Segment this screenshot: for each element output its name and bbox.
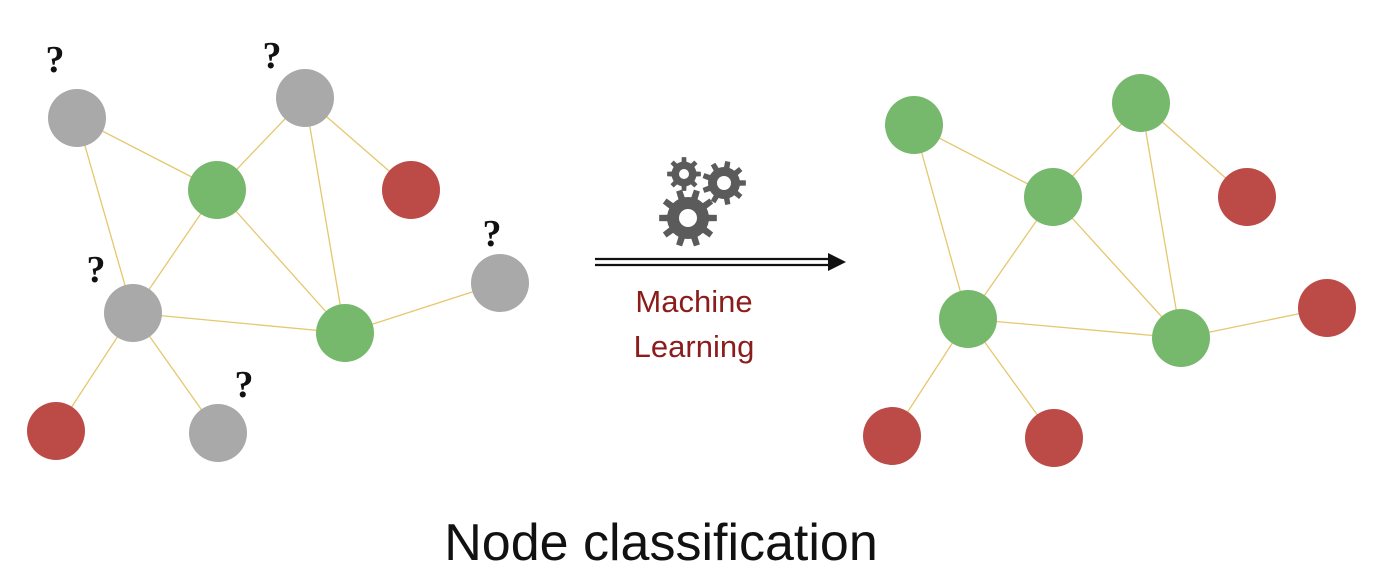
graph-edge (132, 312, 346, 334)
graph-edge (913, 124, 969, 320)
graph-node-red (1298, 279, 1356, 337)
graph-node-unknown (48, 89, 106, 147)
graph-node-green (1152, 309, 1210, 367)
graph-node-red (1218, 168, 1276, 226)
graph-node-red (1025, 409, 1083, 467)
graph-node-unknown (104, 284, 162, 342)
question-mark: ? (46, 39, 65, 81)
graph-node-green (939, 290, 997, 348)
graph-edge (967, 318, 1182, 339)
question-mark: ? (87, 249, 106, 291)
graph-node-green (316, 304, 374, 362)
graph-edge (76, 117, 134, 314)
graph-node-red (27, 402, 85, 460)
graph-node-green (1024, 168, 1082, 226)
graph-node-red (382, 161, 440, 219)
question-mark: ? (235, 364, 254, 406)
graph-edge (304, 97, 346, 334)
graph-node-unknown (189, 404, 247, 462)
gear-hole (679, 169, 689, 179)
graph-node-unknown (471, 254, 529, 312)
graph-edge (1140, 102, 1182, 339)
question-mark: ? (483, 213, 502, 255)
graph-node-unknown (276, 69, 334, 127)
ml-arrow (595, 253, 846, 271)
graph-node-green (1112, 74, 1170, 132)
ml-label-line2: Learning (634, 329, 755, 364)
graph-edge (1052, 196, 1182, 339)
graph-node-green (188, 161, 246, 219)
question-mark: ? (263, 35, 282, 77)
gear-hole (717, 176, 731, 190)
graph-node-red (863, 407, 921, 465)
ml-label-line1: Machine (635, 284, 752, 319)
caption: Node classification (444, 514, 878, 572)
graph-edge (216, 189, 346, 334)
graph-after (863, 74, 1356, 467)
gears-icon (659, 157, 746, 247)
graph-before: ????? (27, 35, 529, 462)
gear-hole (679, 209, 697, 227)
graph-node-green (885, 96, 943, 154)
